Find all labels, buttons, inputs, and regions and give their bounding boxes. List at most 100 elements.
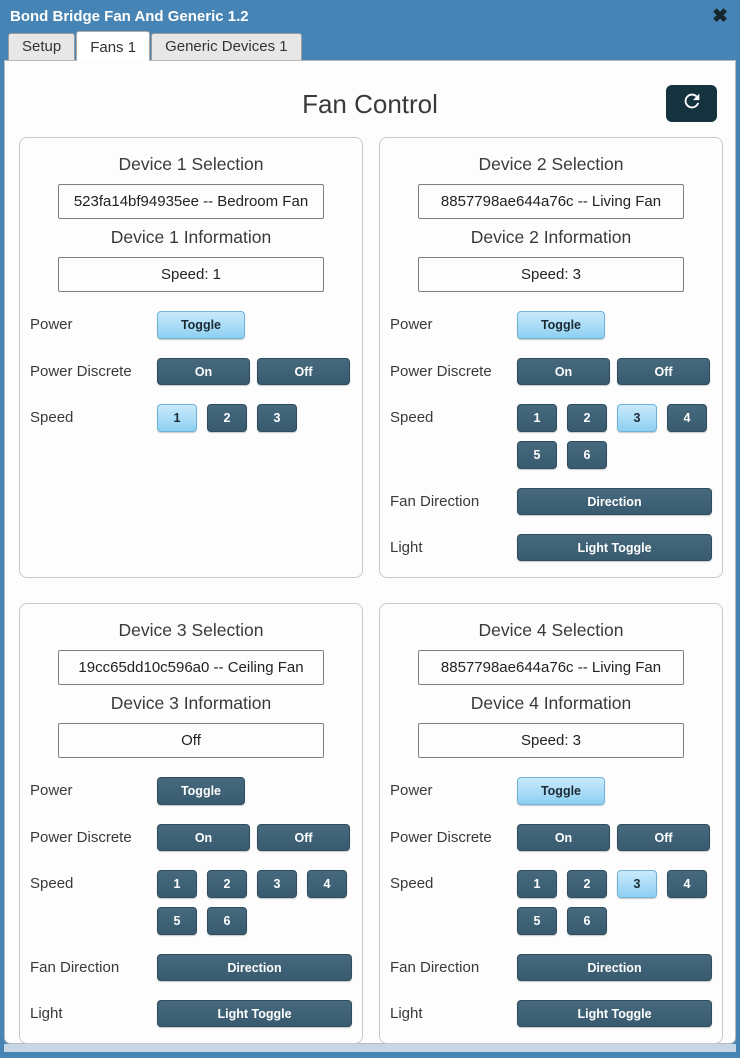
device-2-speed-2-button[interactable]: 2 xyxy=(567,404,607,432)
device-1-selection-dropdown[interactable]: 523fa14bf94935ee -- Bedroom Fan xyxy=(58,184,324,219)
device-4-speed-3-button[interactable]: 3 xyxy=(617,870,657,898)
device-1-panel: Device 1 Selection 523fa14bf94935ee -- B… xyxy=(19,137,363,578)
device-1-power-toggle-button[interactable]: Toggle xyxy=(157,311,245,339)
device-2-speed-label: Speed xyxy=(390,409,434,426)
device-2-speed-row: Speed 1 2 3 4 5 6 xyxy=(390,404,712,469)
device-2-light-row: Light Light Toggle xyxy=(390,534,712,561)
device-1-information-value: Speed: 1 xyxy=(58,257,324,292)
device-3-power-discrete-label: Power Discrete xyxy=(30,829,132,846)
device-2-on-button[interactable]: On xyxy=(517,358,610,385)
device-4-speed-label: Speed xyxy=(390,875,434,892)
tab-fans-1[interactable]: Fans 1 xyxy=(76,31,151,61)
device-2-speed-4-button[interactable]: 4 xyxy=(667,404,707,432)
device-4-fan-direction-row: Fan Direction Direction xyxy=(390,954,712,981)
device-1-speed-3-button[interactable]: 3 xyxy=(257,404,297,432)
device-1-speed-row: Speed 1 2 3 xyxy=(30,404,352,432)
device-1-on-button[interactable]: On xyxy=(157,358,250,385)
device-3-fan-direction-row: Fan Direction Direction xyxy=(30,954,352,981)
device-3-power-row: Power Toggle xyxy=(30,777,352,805)
device-4-speed-1-button[interactable]: 1 xyxy=(517,870,557,898)
device-4-speed-6-button[interactable]: 6 xyxy=(567,907,607,935)
device-2-power-discrete-label: Power Discrete xyxy=(390,363,492,380)
device-3-speed-1-button[interactable]: 1 xyxy=(157,870,197,898)
tab-generic-devices-1[interactable]: Generic Devices 1 xyxy=(151,33,302,60)
window-title: Bond Bridge Fan And Generic 1.2 xyxy=(10,7,249,25)
device-2-fan-direction-row: Fan Direction Direction xyxy=(390,488,712,515)
page-header: Fan Control xyxy=(5,61,735,133)
device-4-speed-4-button[interactable]: 4 xyxy=(667,870,707,898)
device-2-light-label: Light xyxy=(390,539,423,556)
device-4-information-value: Speed: 3 xyxy=(418,723,684,758)
device-2-speed-3-button[interactable]: 3 xyxy=(617,404,657,432)
device-3-off-button[interactable]: Off xyxy=(257,824,350,851)
tab-setup[interactable]: Setup xyxy=(8,33,76,60)
device-3-information-heading: Device 3 Information xyxy=(110,693,272,713)
device-3-direction-button[interactable]: Direction xyxy=(157,954,352,981)
device-3-speed-5-button[interactable]: 5 xyxy=(157,907,197,935)
device-3-speed-4-button[interactable]: 4 xyxy=(307,870,347,898)
device-3-power-toggle-button[interactable]: Toggle xyxy=(157,777,245,805)
device-4-on-button[interactable]: On xyxy=(517,824,610,851)
page-title: Fan Control xyxy=(302,89,438,119)
device-4-speed-2-button[interactable]: 2 xyxy=(567,870,607,898)
device-3-light-row: Light Light Toggle xyxy=(30,1000,352,1027)
device-2-speed-1-button[interactable]: 1 xyxy=(517,404,557,432)
device-3-speed-2-button[interactable]: 2 xyxy=(207,870,247,898)
device-4-speed-5-button[interactable]: 5 xyxy=(517,907,557,935)
device-2-power-toggle-button[interactable]: Toggle xyxy=(517,311,605,339)
close-icon[interactable]: ✖ xyxy=(712,5,728,27)
device-1-power-row: Power Toggle xyxy=(30,311,352,339)
device-panels-grid: Device 1 Selection 523fa14bf94935ee -- B… xyxy=(5,133,735,1058)
device-1-off-button[interactable]: Off xyxy=(257,358,350,385)
device-4-power-toggle-button[interactable]: Toggle xyxy=(517,777,605,805)
device-4-off-button[interactable]: Off xyxy=(617,824,710,851)
device-2-off-button[interactable]: Off xyxy=(617,358,710,385)
device-3-selection-heading: Device 3 Selection xyxy=(118,620,264,640)
device-3-panel: Device 3 Selection 19cc65dd10c596a0 -- C… xyxy=(19,603,363,1044)
device-3-selection-dropdown[interactable]: 19cc65dd10c596a0 -- Ceiling Fan xyxy=(58,650,324,685)
device-4-power-discrete-label: Power Discrete xyxy=(390,829,492,846)
device-1-power-label: Power xyxy=(30,316,73,333)
device-2-power-discrete-row: Power Discrete On Off xyxy=(390,358,712,385)
refresh-icon xyxy=(681,90,703,117)
device-1-information-heading: Device 1 Information xyxy=(110,227,272,247)
device-4-light-label: Light xyxy=(390,1005,423,1022)
device-4-selection-heading: Device 4 Selection xyxy=(478,620,624,640)
device-4-power-row: Power Toggle xyxy=(390,777,712,805)
device-1-selection-heading: Device 1 Selection xyxy=(118,154,264,174)
content-area: Fan Control Device 1 Selection 523fa14bf… xyxy=(4,60,736,1044)
device-2-selection-dropdown[interactable]: 8857798ae644a76c -- Living Fan xyxy=(418,184,684,219)
device-2-power-label: Power xyxy=(390,316,433,333)
device-4-direction-button[interactable]: Direction xyxy=(517,954,712,981)
refresh-button[interactable] xyxy=(666,85,717,122)
device-4-light-row: Light Light Toggle xyxy=(390,1000,712,1027)
device-4-power-label: Power xyxy=(390,782,433,799)
device-1-speed-label: Speed xyxy=(30,409,74,426)
device-4-selection-dropdown[interactable]: 8857798ae644a76c -- Living Fan xyxy=(418,650,684,685)
device-1-speed-1-button[interactable]: 1 xyxy=(157,404,197,432)
device-2-power-row: Power Toggle xyxy=(390,311,712,339)
device-2-speed-5-button[interactable]: 5 xyxy=(517,441,557,469)
device-2-light-toggle-button[interactable]: Light Toggle xyxy=(517,534,712,561)
device-3-information-value: Off xyxy=(58,723,324,758)
device-2-fan-direction-label: Fan Direction xyxy=(390,493,480,510)
device-3-speed-6-button[interactable]: 6 xyxy=(207,907,247,935)
device-3-fan-direction-label: Fan Direction xyxy=(30,959,120,976)
device-4-panel: Device 4 Selection 8857798ae644a76c -- L… xyxy=(379,603,723,1044)
device-3-light-toggle-button[interactable]: Light Toggle xyxy=(157,1000,352,1027)
window-bottom-strip xyxy=(4,1044,736,1052)
device-2-speed-6-button[interactable]: 6 xyxy=(567,441,607,469)
device-4-power-discrete-row: Power Discrete On Off xyxy=(390,824,712,851)
device-3-power-label: Power xyxy=(30,782,73,799)
device-3-light-label: Light xyxy=(30,1005,63,1022)
device-3-speed-3-button[interactable]: 3 xyxy=(257,870,297,898)
titlebar: Bond Bridge Fan And Generic 1.2 ✖ xyxy=(0,0,740,32)
tab-bar: Setup Fans 1 Generic Devices 1 xyxy=(0,31,740,61)
device-2-information-value: Speed: 3 xyxy=(418,257,684,292)
device-1-speed-2-button[interactable]: 2 xyxy=(207,404,247,432)
device-1-power-discrete-label: Power Discrete xyxy=(30,363,132,380)
device-3-on-button[interactable]: On xyxy=(157,824,250,851)
device-4-light-toggle-button[interactable]: Light Toggle xyxy=(517,1000,712,1027)
device-2-direction-button[interactable]: Direction xyxy=(517,488,712,515)
device-3-power-discrete-row: Power Discrete On Off xyxy=(30,824,352,851)
